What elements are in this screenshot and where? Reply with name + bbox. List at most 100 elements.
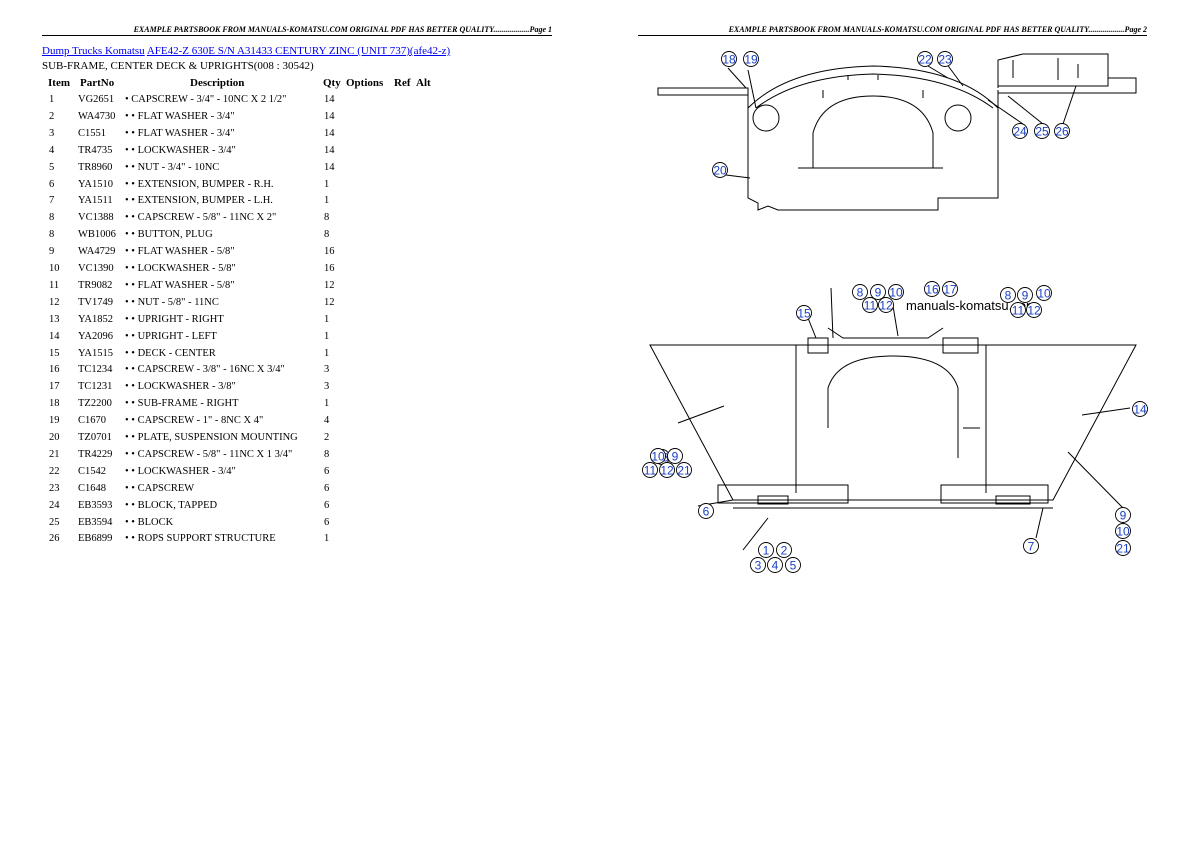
cell-description: • • LOCKWASHER - 3/8" <box>125 381 236 393</box>
cell-partno: VG2651 <box>78 94 115 105</box>
cell-partno: WA4730 <box>78 110 116 122</box>
cell-item: 5 <box>49 161 55 173</box>
cell-partno: YA1510 <box>78 178 114 190</box>
callout: 23 <box>937 51 953 67</box>
cell-description: • • CAPSCREW - 3/8" - 16NC X 3/4" <box>125 364 285 376</box>
callout-number: 20 <box>713 164 727 178</box>
cell-qty: 6 <box>324 499 330 511</box>
cell-partno: YA2096 <box>78 330 114 342</box>
cell-qty: 14 <box>324 94 335 105</box>
cell-qty: 6 <box>324 516 330 528</box>
breadcrumb-link-dump-trucks[interactable]: Dump Trucks Komatsu <box>42 45 145 57</box>
cell-partno: TR8960 <box>78 161 113 173</box>
cell-item: 18 <box>49 398 60 410</box>
cell-description: • • FLAT WASHER - 5/8" <box>125 279 235 291</box>
cell-description: • • BUTTON, PLUG <box>125 229 213 241</box>
callout: 3 <box>750 557 766 573</box>
callout-number: 7 <box>1028 540 1035 554</box>
cell-item: 2 <box>49 110 55 122</box>
callout-number: 26 <box>1055 125 1069 139</box>
cell-item: 24 <box>49 499 60 511</box>
cell-description: • • ROPS SUPPORT STRUCTURE <box>125 533 276 545</box>
cell-item: 11 <box>49 279 60 291</box>
callout: 11 <box>1010 302 1026 318</box>
callout: 10 <box>888 284 904 300</box>
callout: 12 <box>878 297 894 313</box>
callout: 20 <box>712 162 728 178</box>
callout: 12 <box>659 462 675 478</box>
cell-item: 13 <box>49 313 60 325</box>
page-header-2: EXAMPLE PARTSBOOK FROM MANUALS-KOMATSU.C… <box>638 25 1147 36</box>
col-header-options: Options <box>346 77 384 89</box>
cell-qty: 1 <box>324 533 330 545</box>
cell-qty: 6 <box>324 465 330 477</box>
cell-partno: YA1515 <box>78 347 114 359</box>
callout-number: 11 <box>1012 304 1025 318</box>
cell-item: 25 <box>49 516 60 528</box>
callout-number: 9 <box>875 286 882 300</box>
cell-qty: 8 <box>324 448 330 460</box>
col-header-qty: Qty <box>323 77 341 89</box>
callout: 17 <box>942 281 958 297</box>
callout-number: 22 <box>918 53 932 67</box>
callout-number: 9 <box>1120 509 1127 523</box>
cell-qty: 1 <box>324 347 330 359</box>
cell-partno: C1648 <box>78 482 107 494</box>
cell-partno: TR9082 <box>78 279 113 291</box>
cell-partno: EB3593 <box>78 499 113 511</box>
cell-item: 4 <box>49 144 55 156</box>
cell-item: 15 <box>49 347 60 359</box>
cell-qty: 14 <box>324 161 335 173</box>
col-header-description: Description <box>190 77 245 89</box>
callout-number: 1 <box>763 544 770 558</box>
cell-description: • • LOCKWASHER - 5/8" <box>125 263 236 274</box>
callout-number: 17 <box>943 283 957 297</box>
cell-partno: EB6899 <box>78 533 113 545</box>
callout: 19 <box>743 51 759 67</box>
callout: 21 <box>1115 540 1131 556</box>
cell-partno: TC1234 <box>78 364 113 376</box>
callout-number: 4 <box>772 559 779 573</box>
callout: 7 <box>1023 538 1039 554</box>
cell-qty: 6 <box>324 482 330 494</box>
callout: 24 <box>1012 123 1028 139</box>
cell-partno: WB1006 <box>78 229 116 241</box>
callout-number: 6 <box>703 505 710 519</box>
cell-qty: 16 <box>324 246 335 258</box>
cell-partno: TC1231 <box>78 381 113 393</box>
cell-item: 17 <box>49 381 60 393</box>
cell-description: • • LOCKWASHER - 3/4" <box>125 465 236 477</box>
cell-item: 21 <box>49 448 60 460</box>
cell-item: 3 <box>49 127 55 139</box>
callout: 11 <box>862 297 878 313</box>
callout: 10 <box>1115 523 1131 539</box>
cell-description: • • CAPSCREW - 1" - 8NC X 4" <box>125 415 264 427</box>
cell-item: 22 <box>49 465 60 477</box>
cell-partno: C1542 <box>78 465 107 477</box>
cell-qty: 8 <box>324 229 330 241</box>
callout: 9 <box>1115 507 1131 523</box>
cell-description: • • CAPSCREW <box>125 482 195 494</box>
callouts: 1819222320242526891011121617891011121513… <box>642 51 1148 573</box>
cell-partno: EB3594 <box>78 516 113 528</box>
callout-number: 12 <box>879 299 893 313</box>
callout-number: 21 <box>677 464 691 478</box>
cell-partno: YA1852 <box>78 313 114 325</box>
cell-description: • • BLOCK <box>125 516 174 528</box>
cell-qty: 1 <box>324 313 330 325</box>
callout-number: 9 <box>672 450 679 464</box>
cell-description: • • UPRIGHT - LEFT <box>125 330 217 342</box>
deck-uprights-drawing <box>649 287 1137 551</box>
cell-partno: TR4735 <box>78 144 113 156</box>
callout-number: 2 <box>781 544 788 558</box>
cell-item: 6 <box>49 178 55 190</box>
breadcrumb-link-model[interactable]: AFE42-Z 630E S/N A31433 CENTURY ZINC (UN… <box>146 45 451 57</box>
cell-description: • • CAPSCREW - 5/8" - 11NC X 1 3/4" <box>125 448 293 460</box>
cell-qty: 16 <box>324 263 335 274</box>
col-header-item: Item <box>48 77 70 89</box>
callout: 2 <box>776 542 792 558</box>
cell-qty: 14 <box>324 144 335 156</box>
cell-qty: 2 <box>324 432 330 443</box>
subframe-drawing <box>657 53 1137 211</box>
